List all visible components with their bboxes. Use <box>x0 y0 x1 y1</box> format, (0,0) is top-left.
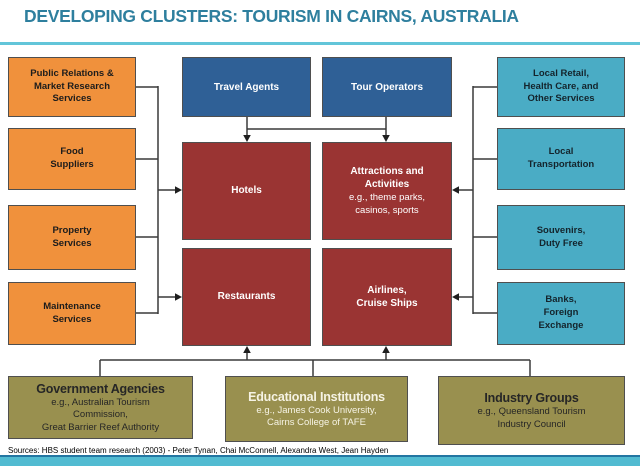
box-tour-operators-label: Tour Operators <box>350 81 424 93</box>
box-hotels-label: Hotels <box>231 185 262 197</box>
box-public-relations-label: Public Relations & Market Research Servi… <box>30 67 114 105</box>
box-local-retail: Local Retail, Health Care, and Other Ser… <box>497 57 625 117</box>
box-food-suppliers-label: Food Suppliers <box>50 146 94 170</box>
box-souvenirs-duty-free-label: Souvenirs, Duty Free <box>536 224 586 249</box>
box-government-agencies-examples: e.g., Australian Tourism Commission, Gre… <box>41 397 160 433</box>
box-government-agencies-title: Government Agencies <box>36 381 165 396</box>
box-local-retail-label: Local Retail, Health Care, and Other Ser… <box>523 67 599 105</box>
arrow-down-attractions <box>382 135 390 142</box>
box-local-transportation-label: Local Transportation <box>527 146 595 170</box>
arrow-into-hotels <box>175 186 182 194</box>
box-maintenance-services: Maintenance Services <box>8 282 136 345</box>
arrow-into-restaurants <box>175 293 182 301</box>
box-educational-institutions-title: Educational Institutions <box>248 389 385 404</box>
box-restaurants-label: Restaurants <box>217 291 276 303</box>
box-food-suppliers: Food Suppliers <box>8 128 136 190</box>
box-restaurants: Restaurants <box>182 248 311 346</box>
box-attractions-examples: e.g., theme parks, casinos, sports <box>348 191 426 216</box>
box-property-services-label: Property Services <box>52 224 92 249</box>
box-attractions: Attractions and Activities e.g., theme p… <box>322 142 452 240</box>
box-travel-agents: Travel Agents <box>182 57 311 117</box>
right-services-connector <box>452 86 497 314</box>
box-travel-agents-label: Travel Agents <box>213 81 280 93</box>
box-public-relations: Public Relations & Market Research Servi… <box>8 57 136 117</box>
arrow-up-airlines <box>382 346 390 353</box>
box-tour-operators: Tour Operators <box>322 57 452 117</box>
box-banks-foreign-exchange: Banks, Foreign Exchange <box>497 282 625 345</box>
bottom-institutions-connector <box>99 346 531 376</box>
top-distribution-connector <box>243 117 390 142</box>
box-educational-institutions: Educational Institutions e.g., James Coo… <box>225 376 408 442</box>
box-educational-institutions-examples: e.g., James Cook University, Cairns Coll… <box>256 404 377 429</box>
box-local-transportation: Local Transportation <box>497 128 625 190</box>
box-banks-foreign-exchange-label: Banks, Foreign Exchange <box>538 294 584 331</box>
box-property-services: Property Services <box>8 205 136 270</box>
box-government-agencies: Government Agencies e.g., Australian Tou… <box>8 376 193 439</box>
box-airlines-cruise-ships-label: Airlines, Cruise Ships <box>356 284 418 310</box>
sources-note: Sources: HBS student team research (2003… <box>8 446 389 455</box>
arrow-into-attractions <box>452 186 459 194</box>
box-industry-groups: Industry Groups e.g., Queensland Tourism… <box>438 376 625 445</box>
box-hotels: Hotels <box>182 142 311 240</box>
footer-bar <box>0 455 640 466</box>
arrow-up-restaurants <box>243 346 251 353</box>
page-title: DEVELOPING CLUSTERS: TOURISM IN CAIRNS, … <box>24 6 519 26</box>
arrow-down-hotels <box>243 135 251 142</box>
box-industry-groups-examples: e.g., Queensland Tourism Industry Counci… <box>477 406 586 430</box>
box-attractions-label: Attractions and Activities <box>350 165 424 191</box>
box-industry-groups-title: Industry Groups <box>484 391 579 406</box>
box-airlines-cruise-ships: Airlines, Cruise Ships <box>322 248 452 346</box>
arrow-into-airlines <box>452 293 459 301</box>
title-rule <box>0 42 640 45</box>
box-souvenirs-duty-free: Souvenirs, Duty Free <box>497 205 625 270</box>
left-suppliers-connector <box>136 86 182 314</box>
box-maintenance-services-label: Maintenance Services <box>43 300 101 325</box>
